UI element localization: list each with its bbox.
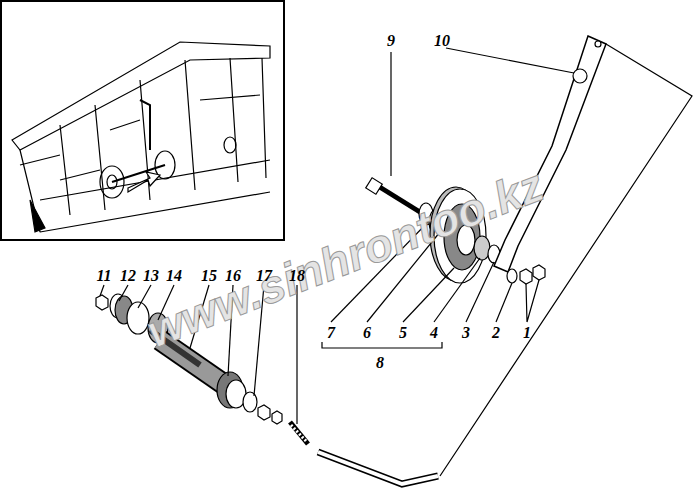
callout-number: 15 bbox=[201, 268, 217, 284]
callout-number: 12 bbox=[120, 268, 136, 284]
inset-view bbox=[1, 1, 284, 240]
callout-number: 4 bbox=[430, 325, 438, 341]
callout-number: 5 bbox=[399, 325, 407, 341]
callout-number: 7 bbox=[327, 325, 335, 341]
callout-number: 10 bbox=[434, 33, 450, 49]
callout-number: 18 bbox=[289, 268, 305, 284]
callout-number: 8 bbox=[376, 355, 384, 371]
callout-number: 13 bbox=[143, 268, 159, 284]
callout-number: 16 bbox=[225, 268, 241, 284]
callout-number: 2 bbox=[492, 325, 500, 341]
callout-number: 17 bbox=[256, 268, 272, 284]
callout-number: 1 bbox=[523, 325, 531, 341]
callout-number: 3 bbox=[462, 325, 470, 341]
group-bracket bbox=[322, 342, 442, 348]
leader-lines bbox=[100, 48, 574, 424]
callout-number: 9 bbox=[387, 33, 395, 49]
callout-number: 14 bbox=[166, 268, 182, 284]
callout-number: 11 bbox=[96, 268, 111, 284]
callout-number: 6 bbox=[363, 325, 371, 341]
